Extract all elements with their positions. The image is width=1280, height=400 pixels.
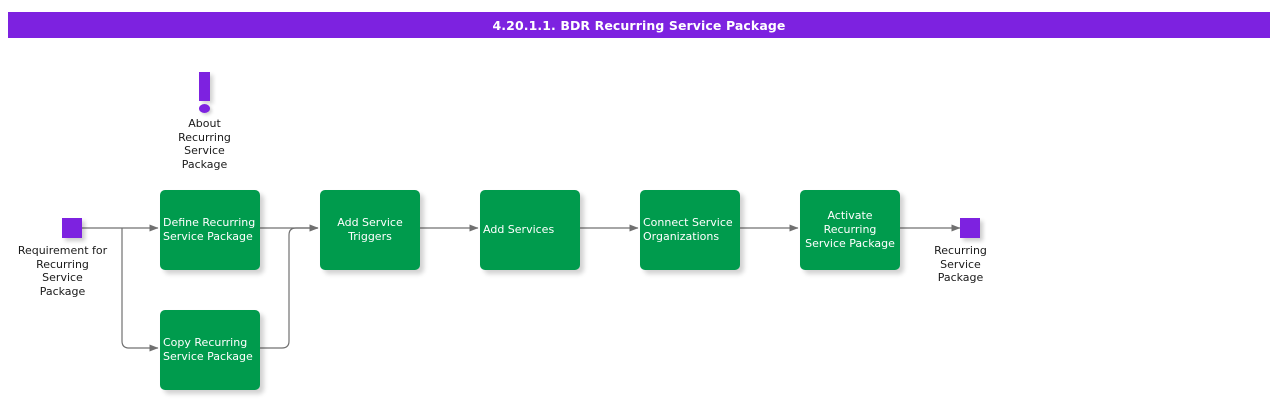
process-label: Add Service Triggers [337,216,403,243]
start-node-label: Requirement for Recurring Service Packag… [17,244,108,298]
terminator-square-icon [62,218,82,238]
page-title: 4.20.1.1. BDR Recurring Service Package [492,17,786,33]
process-label: Define Recurring Service Package [163,216,256,243]
page-title-bar: 4.20.1.1. BDR Recurring Service Package [8,12,1270,38]
end-node-label: Recurring Service Package [934,244,987,284]
process-label: Connect Service Organizations [643,216,733,243]
process-add-service-triggers[interactable]: Add Service Triggers [320,190,420,270]
process-activate-recurring-service-package[interactable]: Activate Recurring Service Package [800,190,900,270]
start-node[interactable]: Requirement for Recurring Service Packag… [18,218,107,298]
process-add-services[interactable]: Add Services [480,190,580,270]
process-label: Add Services [483,223,555,236]
process-define-recurring-service-package[interactable]: Define Recurring Service Package [160,190,260,270]
end-node[interactable]: Recurring Service Package [934,218,987,284]
process-connect-service-organizations[interactable]: Connect Service Organizations [640,190,740,270]
process-label: Activate Recurring Service Package [805,209,895,250]
exclamation-icon [199,72,210,101]
exclamation-dot-icon [199,104,210,113]
terminator-square-icon [960,218,980,238]
about-note-label: About Recurring Service Package [178,117,231,171]
process-copy-recurring-service-package[interactable]: Copy Recurring Service Package [160,310,260,390]
process-label: Copy Recurring Service Package [163,336,253,363]
